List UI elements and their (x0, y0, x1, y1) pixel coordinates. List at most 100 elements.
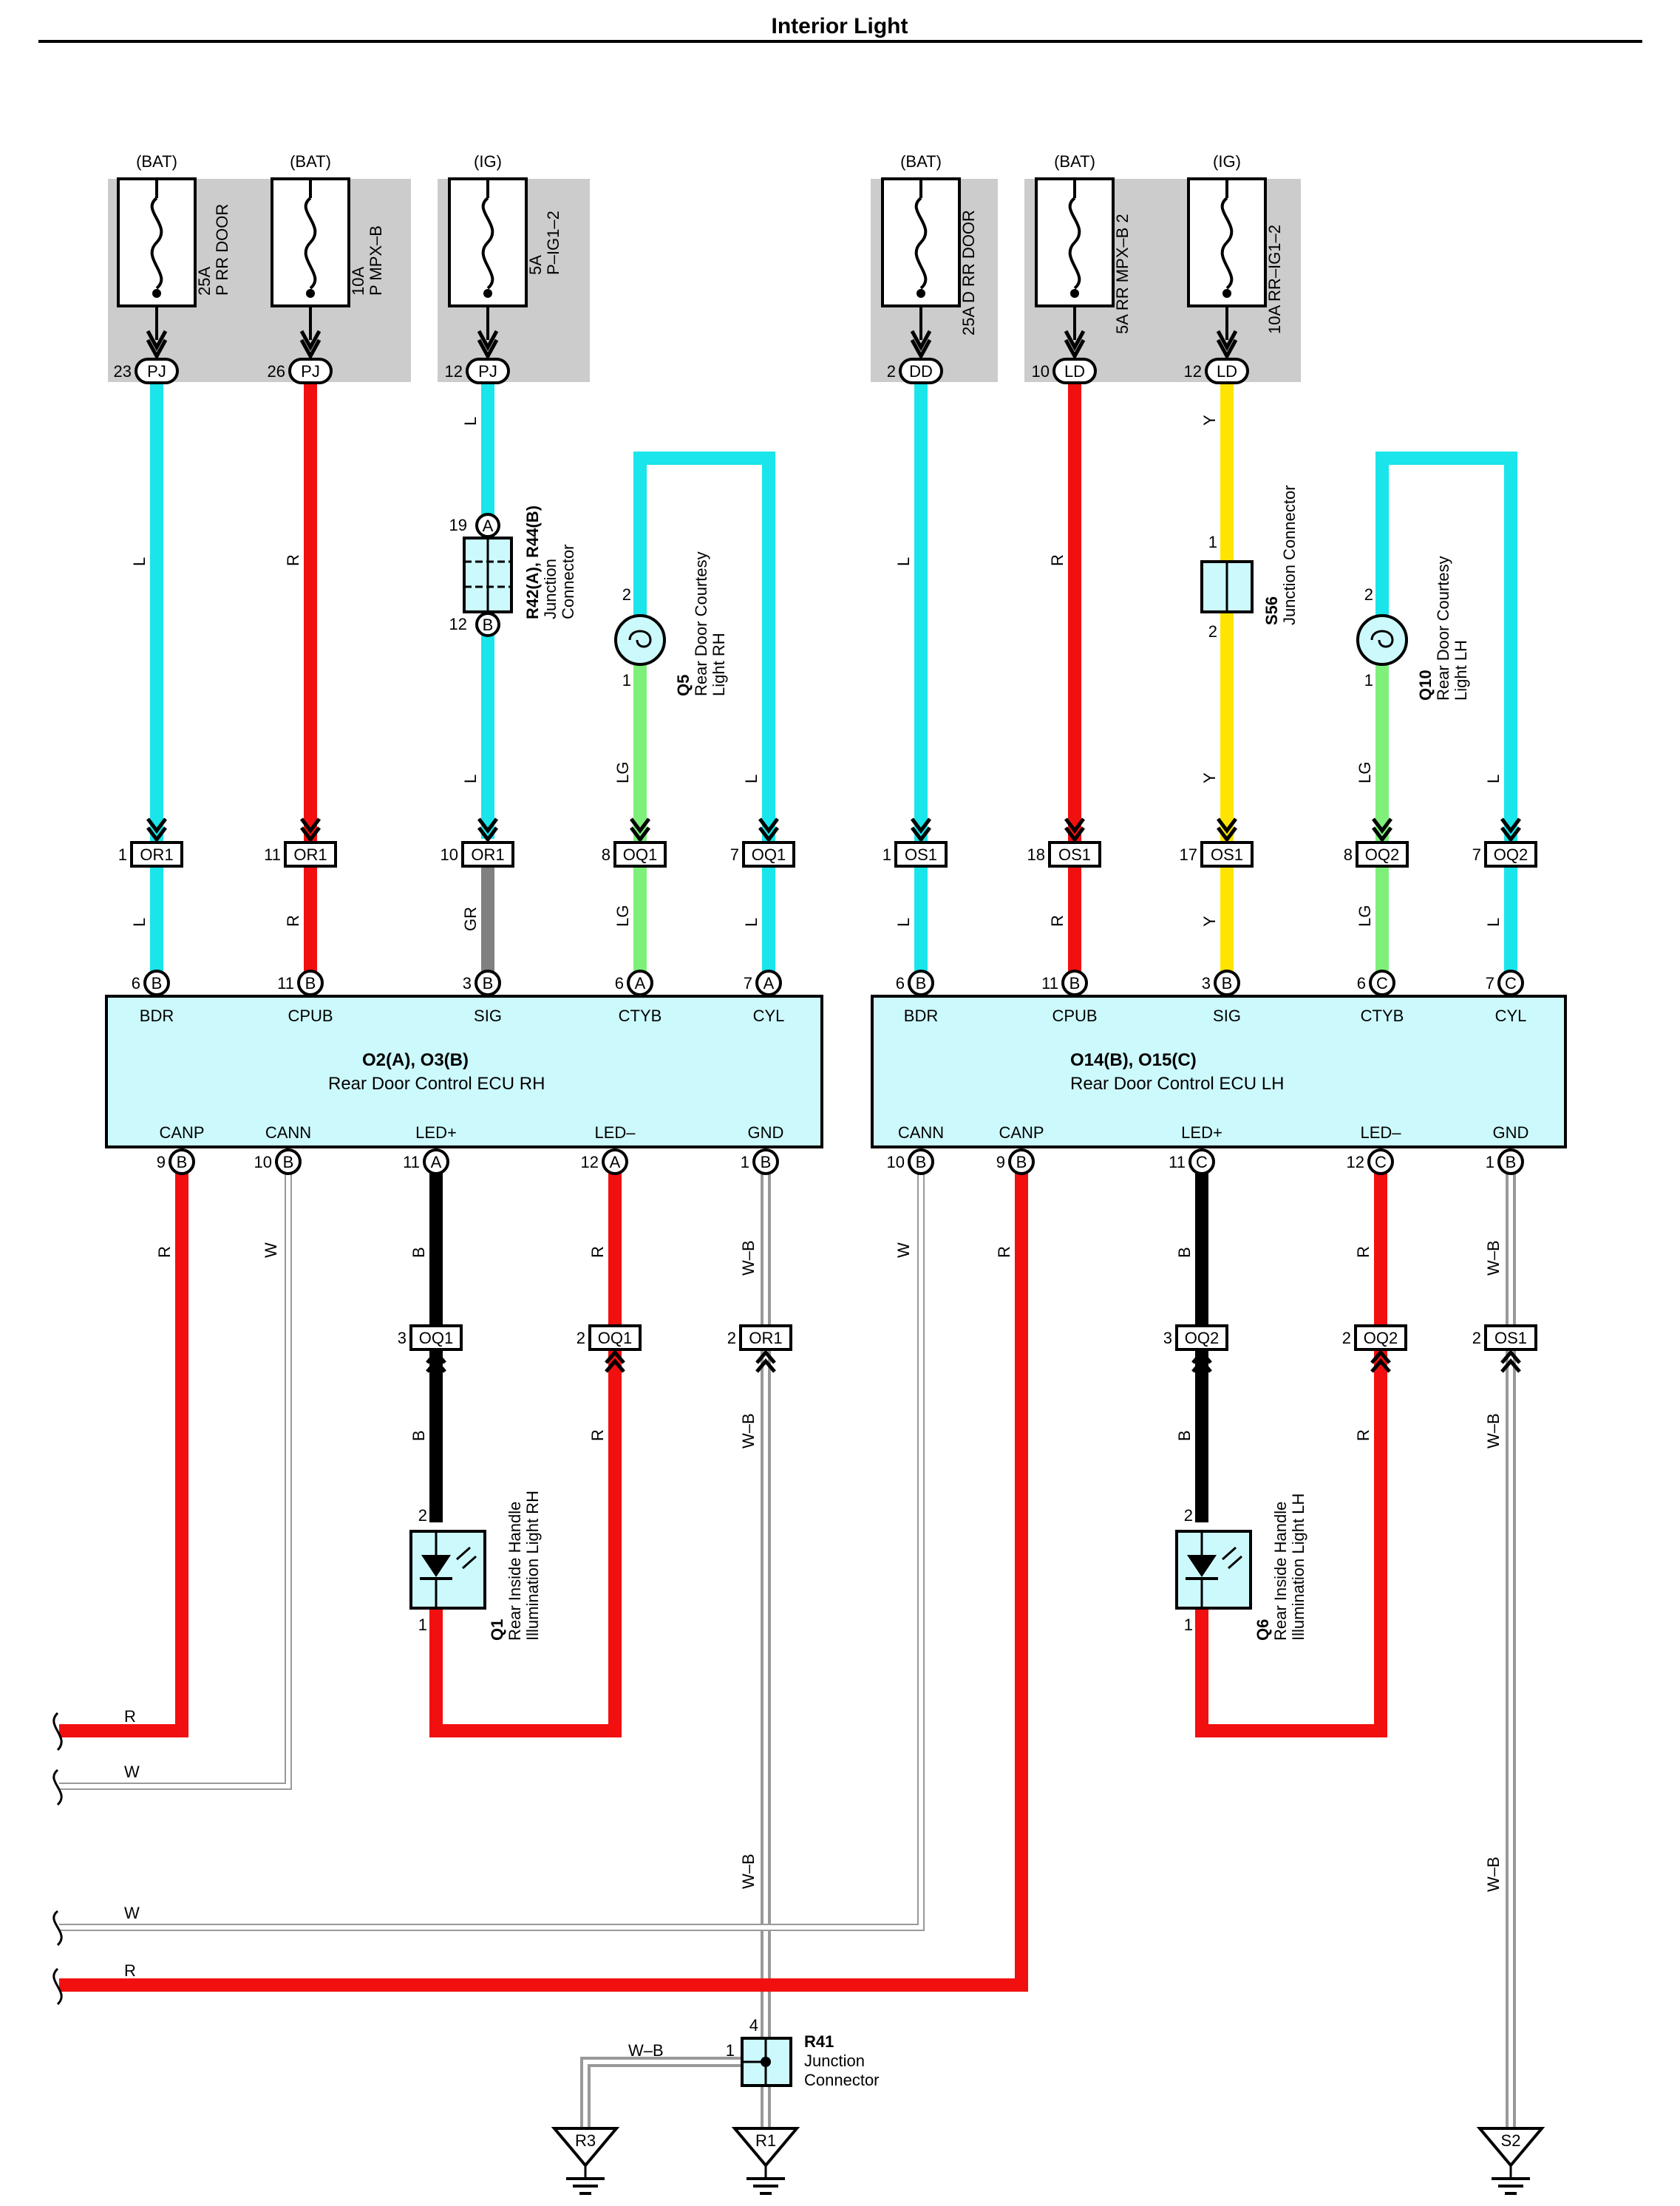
pin-label: 2 (1342, 1329, 1351, 1347)
arrow-down-icon (1064, 330, 1086, 361)
led-q6: 2 1 Q6 Rear Inside Handle Illumination L… (1175, 1494, 1307, 1641)
ground-point: R3 (551, 2127, 620, 2195)
connector-badge (899, 358, 943, 384)
connector-name: LD (1064, 362, 1085, 381)
connector-box (1484, 841, 1537, 868)
ecu-pin-label: CANP (999, 1123, 1044, 1142)
wire-canp-rh (59, 1160, 188, 1737)
lamp-q5-code: Q5 (674, 675, 693, 696)
ground-label: R1 (755, 2131, 776, 2150)
lamp-q5-label: Rear Door Courtesy (692, 551, 710, 696)
pin-label: 8 (602, 845, 611, 864)
ecu-pin-number: 7 (1486, 974, 1494, 993)
junction-r42-code: R42(A), R44(B) (523, 505, 542, 619)
ecu-pin-label: CANP (159, 1123, 204, 1142)
wire-code: B (409, 1430, 428, 1441)
wire-code: LG (1356, 905, 1374, 927)
lamp-q10-label: Rear Door Courtesy (1434, 556, 1452, 701)
fuse-icon (914, 197, 928, 290)
wire-canp-lh (59, 1160, 1028, 1992)
connector-badge (1052, 358, 1097, 384)
lamp-q10-label2: Light LH (1452, 640, 1470, 701)
wire-code: L (461, 417, 480, 426)
pin-label: 10 (1032, 362, 1050, 381)
connector-name: OQ2 (1494, 845, 1528, 864)
ecu-rh-code: O2(A), O3(B) (362, 1050, 469, 1070)
wire-code: LG (613, 905, 632, 927)
ecu-pin-number: 9 (157, 1153, 166, 1171)
lamp-q5: 2 1 Q5 Rear Door Courtesy Light RH (614, 551, 728, 696)
ground-point: S2 (1476, 2127, 1545, 2195)
pin-label: 7 (1472, 845, 1481, 864)
wire-cann-rh-outer (59, 1160, 292, 1790)
pin-label: 1 (726, 2041, 735, 2060)
wire-code: B (409, 1247, 428, 1258)
ecu-pin-marker (275, 1148, 302, 1175)
ecu-pin-label: LED– (1360, 1123, 1401, 1142)
fuse-label: 5A RR MPX–B 2 (1113, 214, 1132, 334)
led-box (1175, 1530, 1252, 1610)
ecu-pin-number: 6 (1357, 974, 1366, 993)
pin-conn: A (483, 517, 494, 535)
arrow-up-icon (1191, 1349, 1212, 1373)
wire-code: R (284, 915, 302, 927)
fuse-name: P–IG1–2 (544, 211, 562, 275)
ecu-pin-label: GND (1493, 1123, 1529, 1142)
arrow-down-icon (477, 817, 498, 843)
connector-name: OQ1 (419, 1329, 453, 1347)
fuse-source: (IG) (474, 152, 502, 171)
ecu-pin-number: 1 (741, 1153, 749, 1171)
ecu-pin-marker (1367, 1148, 1394, 1175)
wire-l-q5 (633, 452, 775, 976)
wire-r3-outer (580, 2057, 741, 2128)
ecu-pin-marker (755, 970, 782, 996)
connector-badge (1205, 358, 1249, 384)
ecu-pin-conn: B (761, 1153, 772, 1171)
connector-name: OR1 (293, 845, 327, 864)
ecu-pin-number: 6 (896, 974, 905, 993)
lamp-q5-label2: Light RH (710, 633, 728, 696)
arrow-down-icon (1216, 330, 1238, 361)
ecu-pin-marker (297, 970, 324, 996)
splice-dot (761, 2057, 771, 2067)
wire-code: R (995, 1246, 1013, 1258)
fuse-dot (1070, 289, 1079, 298)
connector-box (409, 1324, 463, 1351)
led-q6-label2: Illumination Light LH (1289, 1494, 1307, 1641)
ecu-pin-conn: B (305, 974, 316, 993)
ecu-pin-marker (1369, 970, 1395, 996)
pin-label: 11 (264, 845, 281, 864)
ecu-pin-number: 11 (1169, 1153, 1186, 1171)
connector-badge (466, 358, 510, 384)
wire-break-marks (52, 1712, 63, 2006)
pin-label: 3 (1163, 1329, 1172, 1347)
ecu-pin-number: 11 (277, 974, 294, 993)
ecu-pin-conn: B (152, 974, 163, 993)
ecu-pin-number: 11 (1041, 974, 1058, 993)
connector-name: LD (1217, 362, 1237, 381)
filament-icon (1370, 630, 1394, 648)
break-mark (52, 1967, 63, 2006)
arrow-up-icon (755, 1349, 776, 1373)
arrow-down-icon (300, 817, 321, 843)
wire-code: L (461, 775, 480, 783)
connector-box (461, 841, 514, 868)
inline-connector: OQ1 8 (602, 817, 667, 868)
pin-conn: B (483, 616, 494, 634)
junction-s56: 1 2 S56 Junction Connector (1200, 485, 1299, 641)
ecu-pin-number: 11 (403, 1153, 420, 1171)
pin-label: 17 (1180, 845, 1197, 864)
arrow-down-icon (477, 330, 499, 361)
connector-box (130, 841, 183, 868)
ground-icon (731, 2127, 800, 2168)
wire-r3-inner (583, 2060, 741, 2128)
connector-name: OQ1 (623, 845, 657, 864)
junction-r41-label2: Connector (804, 2071, 880, 2089)
